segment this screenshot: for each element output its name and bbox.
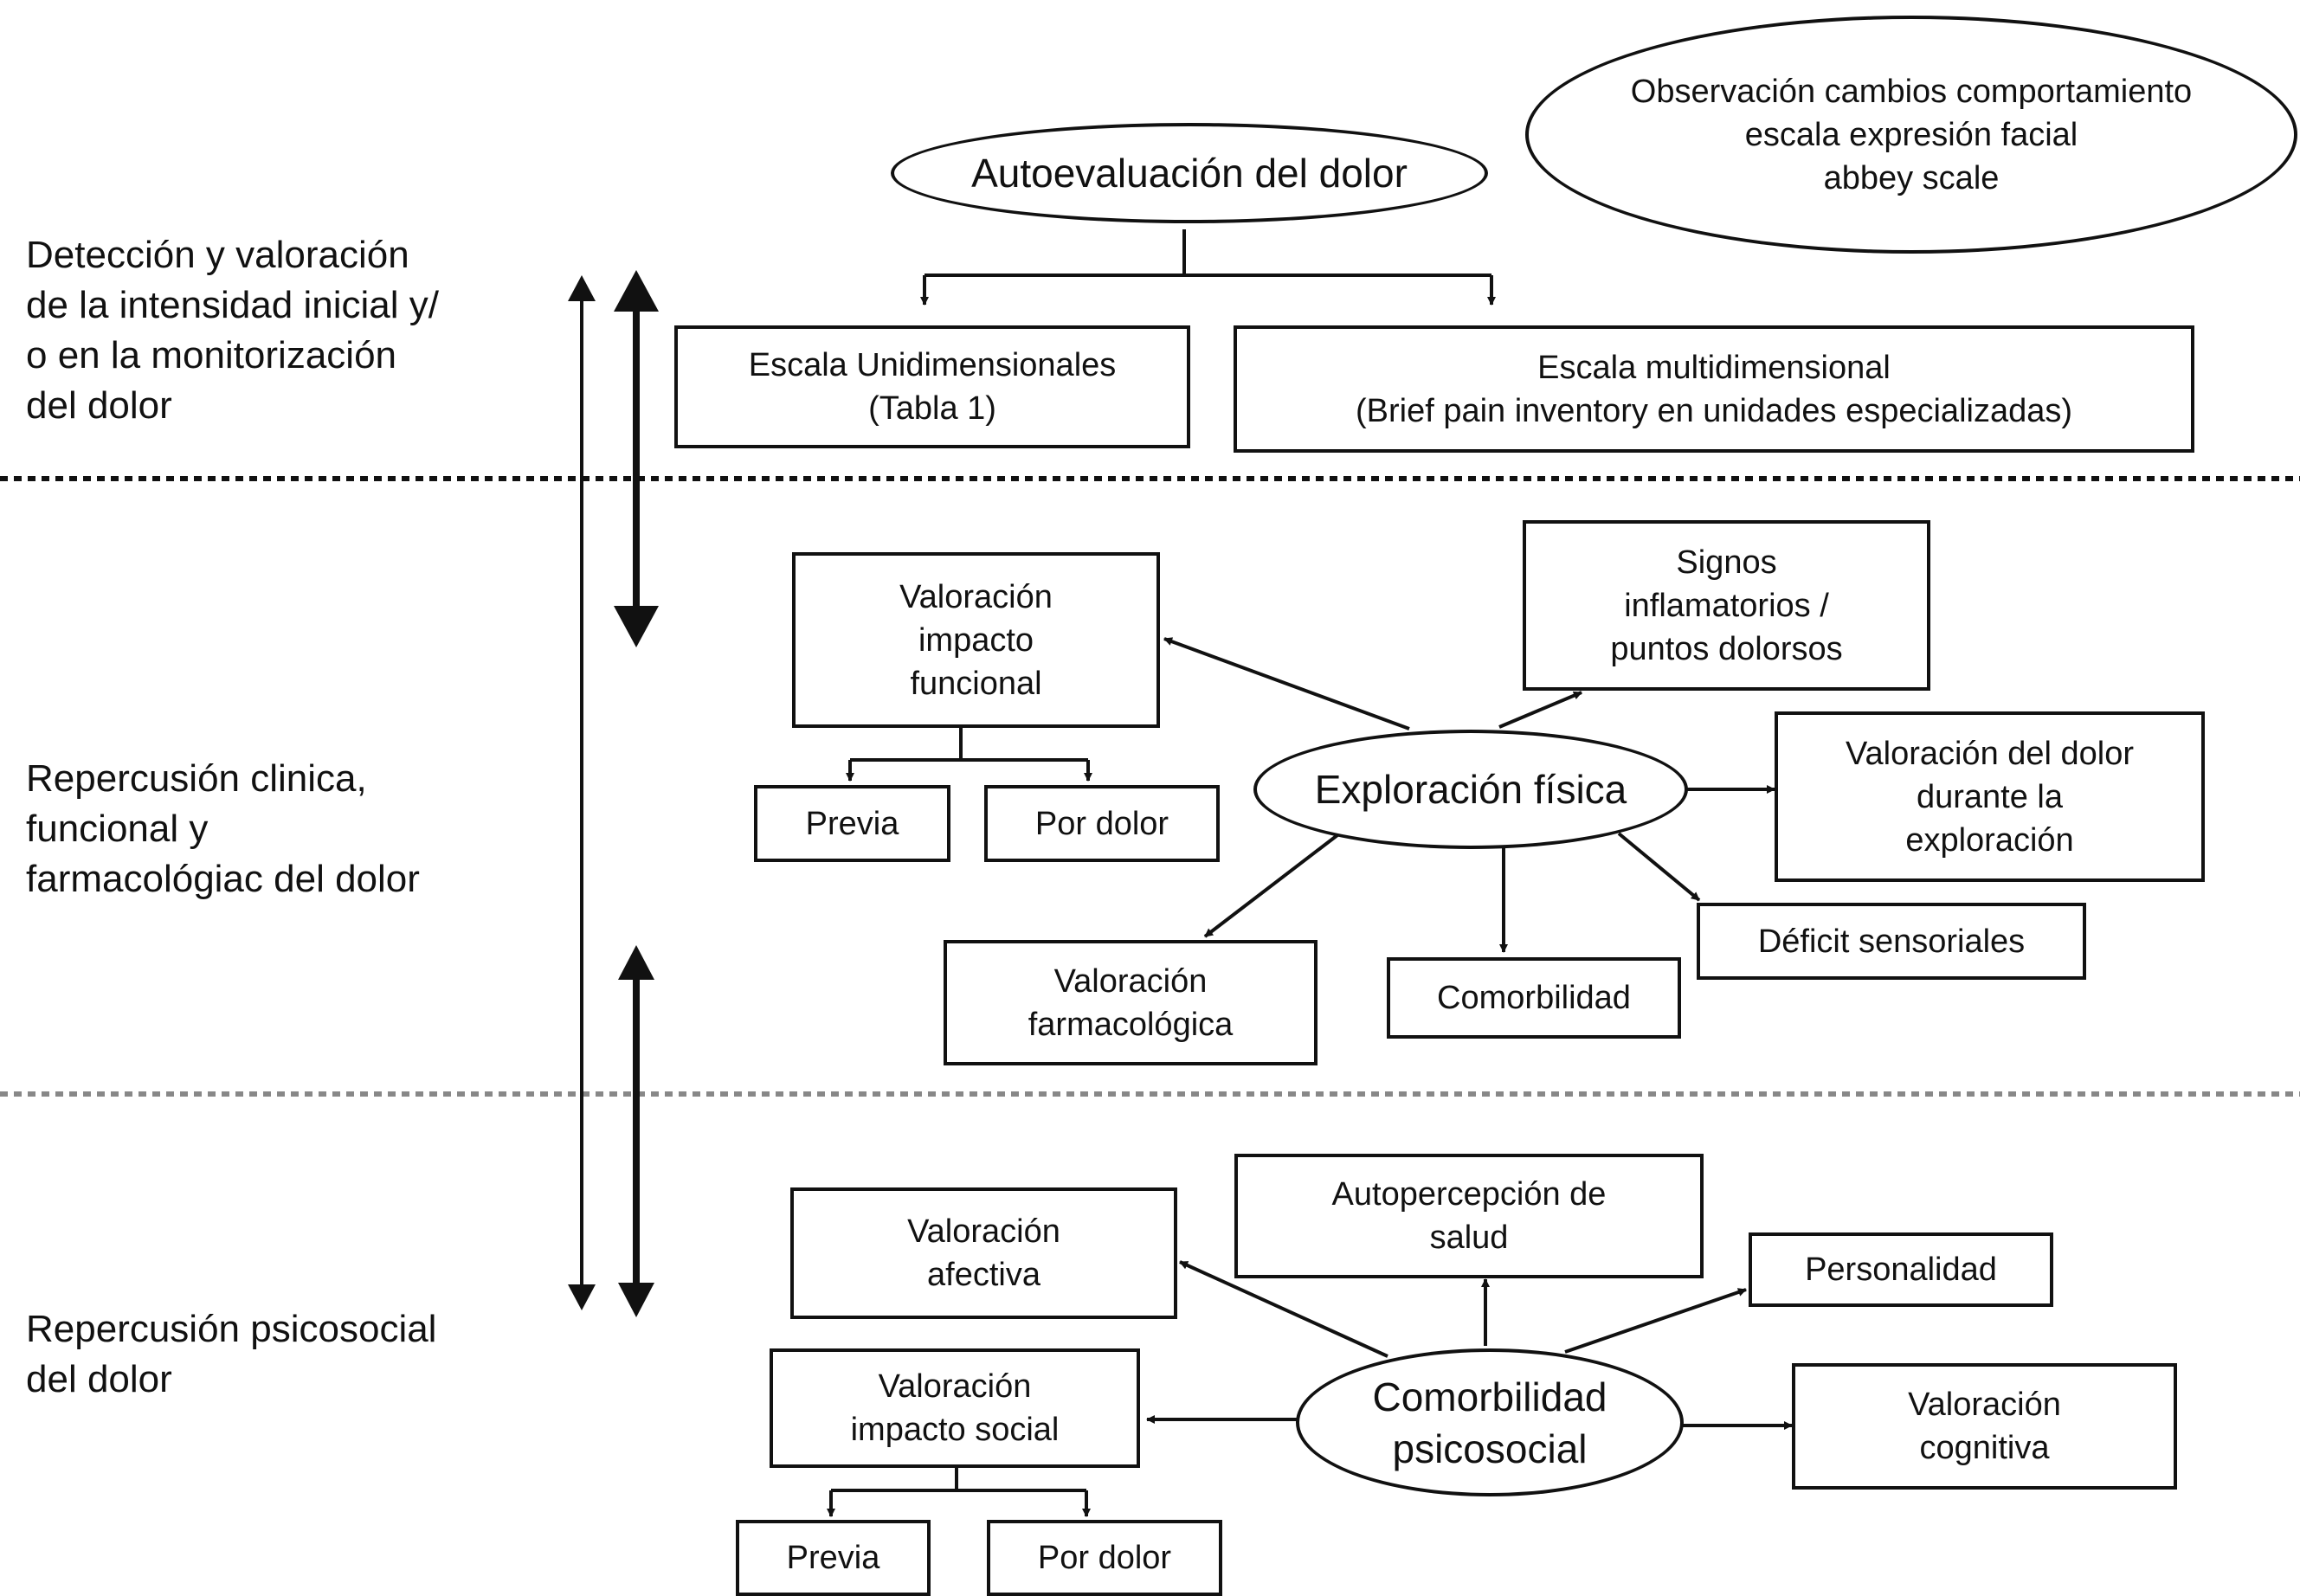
unidimensionales-box: Escala Unidimensionales (Tabla 1) [674, 325, 1190, 448]
farmacologica-box: Valoración farmacológica [944, 940, 1318, 1065]
exploracion-arrows [1163, 637, 1775, 953]
node-label: escala expresión facial [1744, 116, 2078, 153]
node-label: inflamatorios / [1624, 587, 1829, 624]
node-label: abbey scale [1823, 159, 2000, 196]
node-label: Por dolor [1034, 805, 1169, 842]
cognitiva-box: Valoración cognitiva [1792, 1363, 2177, 1490]
section-label-line: Repercusión clinica, [26, 757, 367, 800]
node-label: Déficit sensoriales [1757, 923, 2026, 960]
node-label: (Tabla 1) [868, 390, 996, 427]
signos-box: Signos inflamatorios / puntos dolorsos [1523, 520, 1930, 691]
section-label-line: Detección y valoración [26, 234, 409, 276]
observacion-ellipse: Observación cambios comportamiento escal… [1525, 16, 2297, 254]
autopercepcion-box: Autopercepción de salud [1234, 1154, 1704, 1278]
section-label-line: o en la monitorización [26, 334, 397, 376]
node-label: Valoración [1053, 962, 1208, 1000]
autoevaluacion-ellipse: Autoevaluación del dolor [891, 123, 1488, 223]
node-label: cognitiva [1919, 1430, 2050, 1466]
section-label-line: Repercusión psicosocial [26, 1308, 437, 1350]
node-label: puntos dolorsos [1610, 630, 1843, 667]
section-label-deteccion: Detección y valoración de la intensidad … [26, 230, 439, 431]
node-label: Observación cambios comportamiento [1630, 73, 2193, 110]
thick-double-arrow-upper [614, 270, 659, 647]
node-label: Previa [786, 1540, 880, 1576]
section-label-line: del dolor [26, 384, 172, 427]
node-label: Valoración [899, 578, 1053, 615]
node-label: psicosocial [1392, 1425, 1588, 1471]
thin-double-arrow [568, 275, 596, 1310]
impacto-social-branch [827, 1467, 1091, 1517]
section-label-line: funcional y [26, 808, 209, 850]
node-label: impacto social [850, 1412, 1060, 1448]
node-label: Autoevaluación del dolor [971, 151, 1408, 196]
node-label: Comorbilidad [1437, 980, 1631, 1016]
node-label: exploración [1905, 821, 2074, 859]
node-label: Valoración [907, 1213, 1060, 1250]
node-label: Personalidad [1805, 1252, 1997, 1288]
node-label: Exploración física [1314, 767, 1627, 812]
node-label: Valoración [1908, 1387, 2061, 1423]
previa-box-2: Previa [736, 1520, 931, 1596]
impacto-social-box: Valoración impacto social [770, 1348, 1140, 1468]
node-label: funcional [910, 665, 1042, 702]
node-label: Signos [1676, 544, 1777, 581]
section-label-line: farmacológiac del dolor [26, 858, 420, 900]
autoevaluacion-branch [920, 229, 1496, 306]
impacto-funcional-box: Valoración impacto funcional [792, 552, 1160, 728]
section-label-line: de la intensidad inicial y/ [26, 284, 439, 326]
node-label: Por dolor [1037, 1540, 1172, 1576]
node-label: Previa [805, 805, 899, 842]
section-label-psicosocial: Repercusión psicosocial del dolor [26, 1304, 436, 1405]
exploracion-ellipse: Exploración física [1253, 730, 1688, 849]
node-label: Valoración del dolor [1845, 735, 2135, 772]
comorbilidad-box: Comorbilidad [1387, 957, 1681, 1039]
node-label: Autopercepción de [1331, 1176, 1607, 1213]
node-label: (Brief pain inventory en unidades especi… [1355, 392, 2073, 429]
section-label-line: del dolor [26, 1358, 172, 1400]
previa-box-1: Previa [754, 785, 950, 862]
por-dolor-box-2: Por dolor [987, 1520, 1222, 1596]
node-label: durante la [1916, 778, 2063, 815]
dolor-exploracion-box: Valoración del dolor durante la explorac… [1775, 711, 2205, 882]
node-label: Comorbilidad [1372, 1374, 1607, 1419]
comorbilidad-psicosocial-ellipse: Comorbilidad psicosocial [1296, 1348, 1684, 1496]
node-label: Valoración [878, 1368, 1032, 1405]
node-label: Escala multidimensional [1537, 349, 1891, 386]
node-label: salud [1429, 1220, 1509, 1256]
deficit-box: Déficit sensoriales [1697, 903, 2086, 980]
thick-double-arrow-lower [618, 945, 654, 1317]
comorbilidad-psicosocial-arrows [1146, 1260, 1793, 1430]
node-label: farmacológica [1028, 1006, 1234, 1043]
node-label: afectiva [927, 1257, 1040, 1293]
afectiva-box: Valoración afectiva [790, 1187, 1177, 1319]
node-label: Escala Unidimensionales [748, 347, 1117, 383]
por-dolor-box-1: Por dolor [984, 785, 1220, 862]
multidimensional-box: Escala multidimensional (Brief pain inve… [1234, 325, 2194, 453]
personalidad-box: Personalidad [1749, 1232, 2053, 1307]
section-label-clinica: Repercusión clinica, funcional y farmaco… [26, 754, 420, 904]
impacto-funcional-branch [846, 727, 1092, 782]
node-label: impacto [918, 621, 1034, 659]
